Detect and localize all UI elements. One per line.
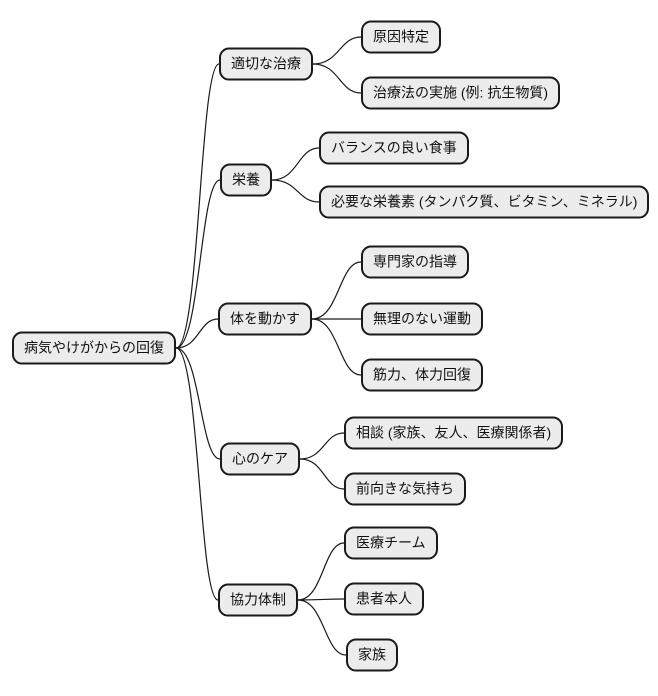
edge-b1-b1c1 bbox=[312, 36, 362, 65]
mindmap-node-b2c1: バランスの良い食事 bbox=[319, 131, 469, 165]
edge-root-b3 bbox=[175, 318, 219, 349]
mindmap-node-b3c1: 専門家の指導 bbox=[361, 245, 469, 279]
edge-b5-b5c3 bbox=[297, 599, 347, 656]
mindmap-node-b2: 栄養 bbox=[220, 163, 272, 197]
edge-b1-b1c2 bbox=[312, 63, 362, 94]
mindmap-node-b1c2: 治療法の実施 (例: 抗生物質) bbox=[361, 76, 560, 110]
mindmap-node-b5c1: 医療チーム bbox=[344, 526, 438, 560]
edge-b5-b5c1 bbox=[297, 542, 345, 601]
edge-b2-b2c2 bbox=[271, 179, 320, 203]
mindmap-node-b5c2: 患者本人 bbox=[344, 582, 424, 616]
mindmap-node-b2c2: 必要な栄養素 (タンパク質、ビタミン、ミネラル) bbox=[319, 185, 650, 219]
mindmap-node-b5c3: 家族 bbox=[346, 638, 398, 672]
edge-b2-b2c1 bbox=[271, 147, 320, 181]
mindmap-node-b3: 体を動かす bbox=[218, 302, 312, 336]
mindmap-node-root: 病気やけがからの回復 bbox=[12, 331, 176, 365]
edge-b4-b4c1 bbox=[299, 432, 345, 460]
mindmap-node-b4c1: 相談 (家族、友人、医療関係者) bbox=[344, 416, 564, 450]
mindmap-node-b3c3: 筋力、体力回復 bbox=[361, 358, 483, 392]
edge-root-b5 bbox=[175, 347, 219, 601]
edge-b5-b5c2 bbox=[297, 598, 345, 601]
edge-b4-b4c2 bbox=[299, 458, 345, 490]
mindmap-node-b1: 適切な治療 bbox=[219, 47, 313, 81]
mindmap-node-b1c1: 原因特定 bbox=[361, 20, 441, 54]
edge-b3-b3c3 bbox=[311, 318, 362, 376]
edge-root-b1 bbox=[175, 63, 220, 349]
edge-b3-b3c1 bbox=[311, 261, 362, 320]
mindmap-node-b4: 心のケア bbox=[220, 442, 300, 476]
mindmap-node-b5: 協力体制 bbox=[218, 583, 298, 617]
mindmap-node-b4c2: 前向きな気持ち bbox=[344, 472, 466, 506]
edge-root-b4 bbox=[175, 347, 221, 460]
edge-root-b2 bbox=[175, 179, 221, 349]
mindmap-node-b3c2: 無理のない運動 bbox=[361, 302, 483, 336]
